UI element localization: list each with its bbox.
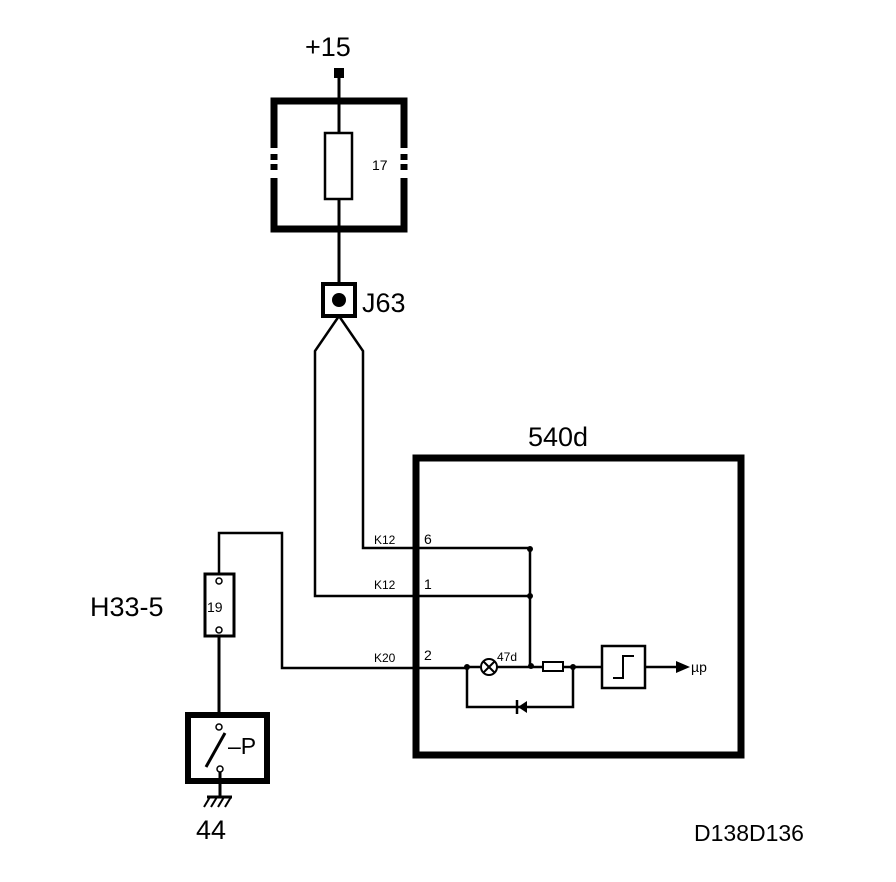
control-unit-540d [412, 454, 745, 759]
resistor-symbol [542, 661, 564, 672]
inline-connector-label: H33-5 [90, 592, 164, 622]
comparator-block [600, 644, 647, 690]
drawing-id: D138D136 [694, 820, 804, 846]
junction-dot [527, 593, 533, 599]
junction-dot [527, 546, 533, 552]
lamp-label: 47d [497, 650, 517, 664]
pin-connector-label: K12 [374, 533, 396, 547]
pin-connector-label: K12 [374, 578, 396, 592]
fuse-number: 17 [372, 157, 388, 173]
pin-connector-label: K20 [374, 651, 396, 665]
pressure-switch-symbol: –P [228, 733, 256, 759]
switch-contact [215, 723, 223, 731]
switch-contact [216, 765, 224, 773]
warning-lamp [480, 658, 498, 676]
switch-lever [204, 732, 227, 768]
fuse-symbol [323, 131, 354, 201]
connector-pin [215, 626, 223, 634]
junction-dot [528, 663, 534, 669]
wire-h33-to-pin-2 [217, 531, 466, 670]
connector-j63-pin [332, 293, 346, 307]
supply-terminal [334, 68, 344, 78]
arrow-icon [676, 661, 690, 673]
pin-number-label: 6 [424, 531, 432, 547]
connector-pin [215, 577, 223, 585]
supply-label: +15 [305, 32, 351, 62]
pin-number-label: 2 [424, 647, 432, 663]
wire-j63-to-pin-1 [313, 315, 528, 598]
wire-j63-to-pin-6 [337, 315, 528, 550]
control-unit-label: 540d [528, 422, 588, 452]
ground-label: 44 [196, 815, 226, 845]
output-label: µp [691, 659, 707, 675]
ground-icon [203, 795, 232, 808]
inline-connector-number: 19 [207, 599, 223, 615]
diode-icon [515, 700, 527, 714]
pin-number-label: 1 [424, 576, 432, 592]
pressure-switch [185, 712, 270, 784]
connector-j63-label: J63 [362, 288, 406, 318]
